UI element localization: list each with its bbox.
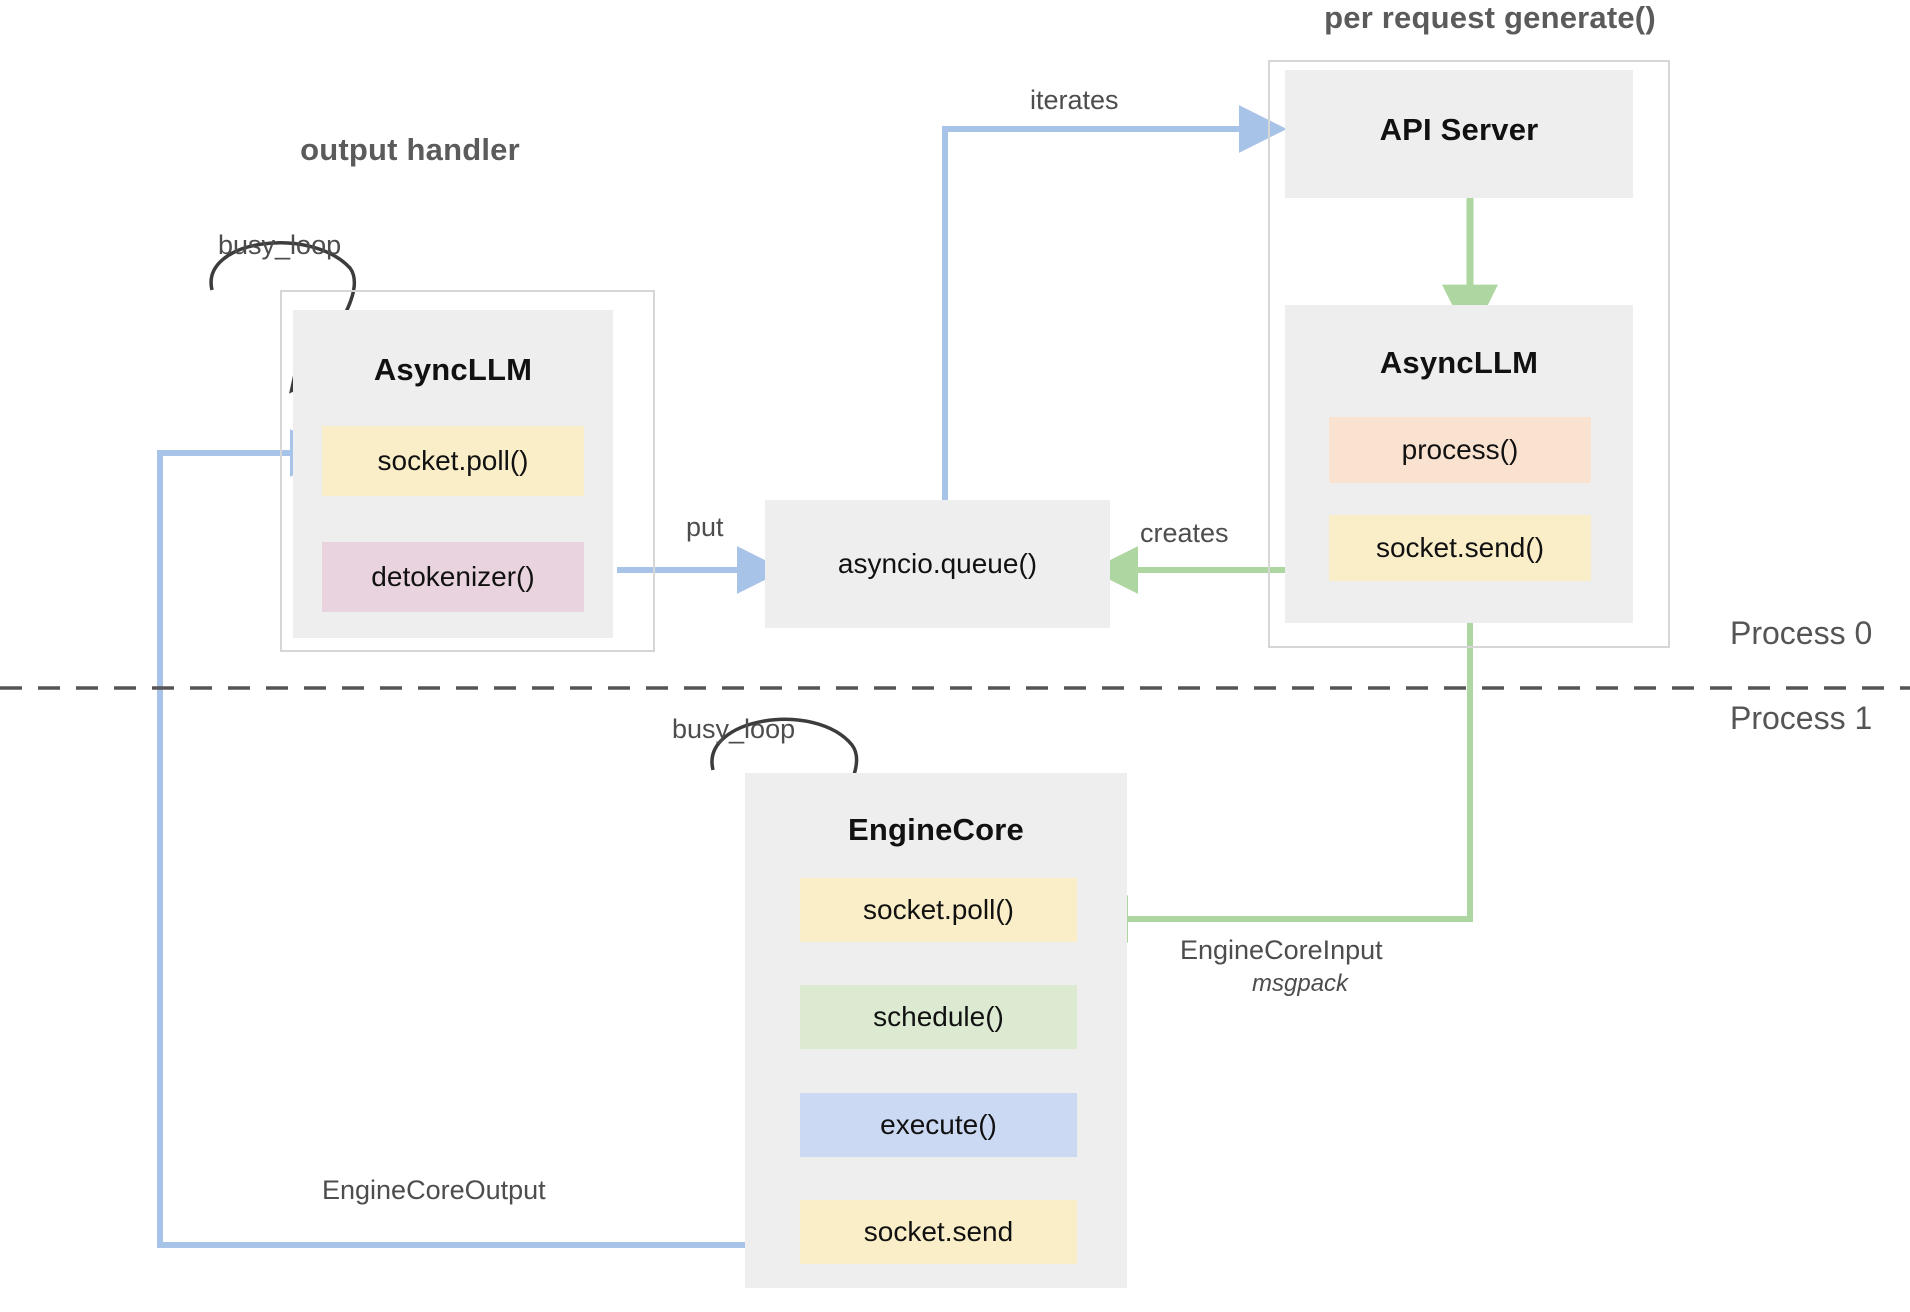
output-handler-group: [280, 290, 655, 652]
output-asyncllm-box[interactable]: AsyncLLM socket.poll() detokenizer(): [293, 310, 613, 638]
busy-loop-label-output: busy_loop: [218, 230, 342, 260]
per-request-generate-heading: per request generate(): [1324, 0, 1656, 35]
put-label: put: [686, 512, 724, 542]
busy-loop-label-engine-core: busy_loop: [672, 714, 796, 744]
output-asyncllm-detokenizer[interactable]: detokenizer(): [322, 542, 584, 612]
engine-core-box[interactable]: EngineCore socket.poll() schedule() exec…: [745, 773, 1127, 1288]
per-request-generate-group: [1268, 60, 1670, 648]
output-asyncllm-socket-poll[interactable]: socket.poll(): [322, 426, 584, 496]
asyncio-queue-box[interactable]: asyncio.queue(): [765, 500, 1110, 628]
request-asyncllm-box[interactable]: AsyncLLM process() socket.send(): [1285, 305, 1633, 623]
output-handler-heading: output handler: [300, 132, 520, 167]
engine-core-input-format-label: msgpack: [1252, 970, 1349, 997]
iterates-arrow: [942, 105, 1287, 500]
process-1-label: Process 1: [1730, 700, 1873, 736]
engine-core-execute[interactable]: execute(): [800, 1093, 1077, 1157]
process-0-label: Process 0: [1730, 615, 1873, 651]
request-asyncllm-title: AsyncLLM: [1379, 345, 1539, 380]
api-server-title: API Server: [1379, 112, 1539, 147]
creates-label: creates: [1140, 518, 1229, 548]
request-asyncllm-socket-send[interactable]: socket.send(): [1329, 515, 1591, 581]
engine-core-input-label: EngineCoreInput: [1180, 935, 1383, 965]
engine-core-socket-poll[interactable]: socket.poll(): [800, 878, 1077, 942]
api-server-box[interactable]: API Server: [1285, 70, 1633, 198]
engine-core-output-label: EngineCoreOutput: [322, 1175, 546, 1205]
output-asyncllm-title: AsyncLLM: [373, 352, 533, 387]
engine-core-schedule[interactable]: schedule(): [800, 985, 1077, 1049]
iterates-label: iterates: [1030, 85, 1119, 115]
engine-core-title: EngineCore: [848, 812, 1024, 847]
engine-core-socket-send[interactable]: socket.send: [800, 1200, 1077, 1264]
request-asyncllm-process[interactable]: process(): [1329, 417, 1591, 483]
